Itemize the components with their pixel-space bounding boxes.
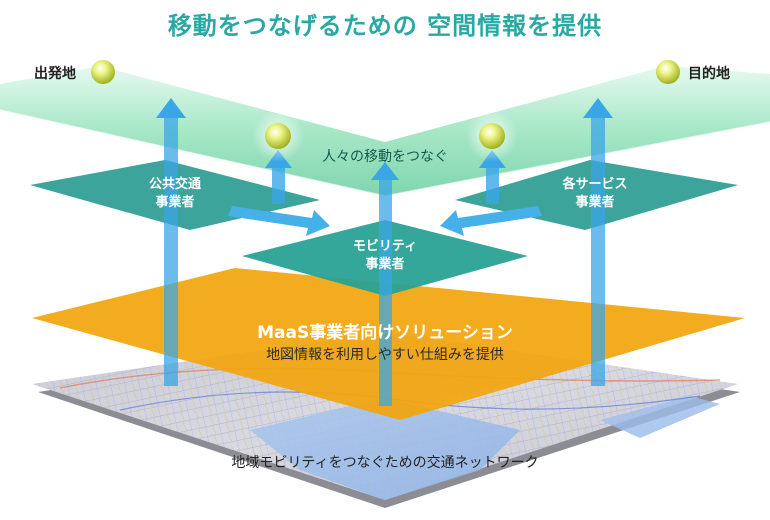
mobility-label: モビリティ 事業者: [340, 238, 430, 274]
public-transport-label: 公共交通 事業者: [130, 176, 220, 212]
flow-arrows: [228, 206, 542, 236]
network-label: 地域モビリティをつなぐための交通ネットワーク: [231, 455, 539, 471]
services-line-2: 事業者: [575, 195, 615, 210]
public-transport-line-1: 公共交通: [148, 177, 201, 192]
route-band: [0, 66, 770, 196]
upward-arrows: [156, 98, 613, 406]
mobility-line-2: 事業者: [365, 257, 405, 272]
base-map: [32, 332, 740, 508]
services-label: 各サービス 事業者: [545, 176, 645, 212]
origin-label: 出発地: [34, 66, 76, 82]
services-line-1: 各サービス: [562, 177, 628, 192]
mid-nodes: [252, 110, 518, 162]
flow-label: 人々の移動をつなぐ: [322, 149, 448, 165]
maas-title: MaaS事業者向けソリューション: [257, 323, 513, 343]
destination-node: [656, 60, 680, 84]
destination-label: 目的地: [688, 66, 730, 82]
public-transport-line-2: 事業者: [155, 195, 195, 210]
mobility-line-1: モビリティ: [352, 239, 418, 254]
origin-node: [91, 60, 115, 84]
maas-subtitle: 地図情報を利用しやすい仕組みを提供: [266, 347, 504, 363]
page-title: 移動をつなげるための 空間情報を提供: [167, 12, 603, 40]
